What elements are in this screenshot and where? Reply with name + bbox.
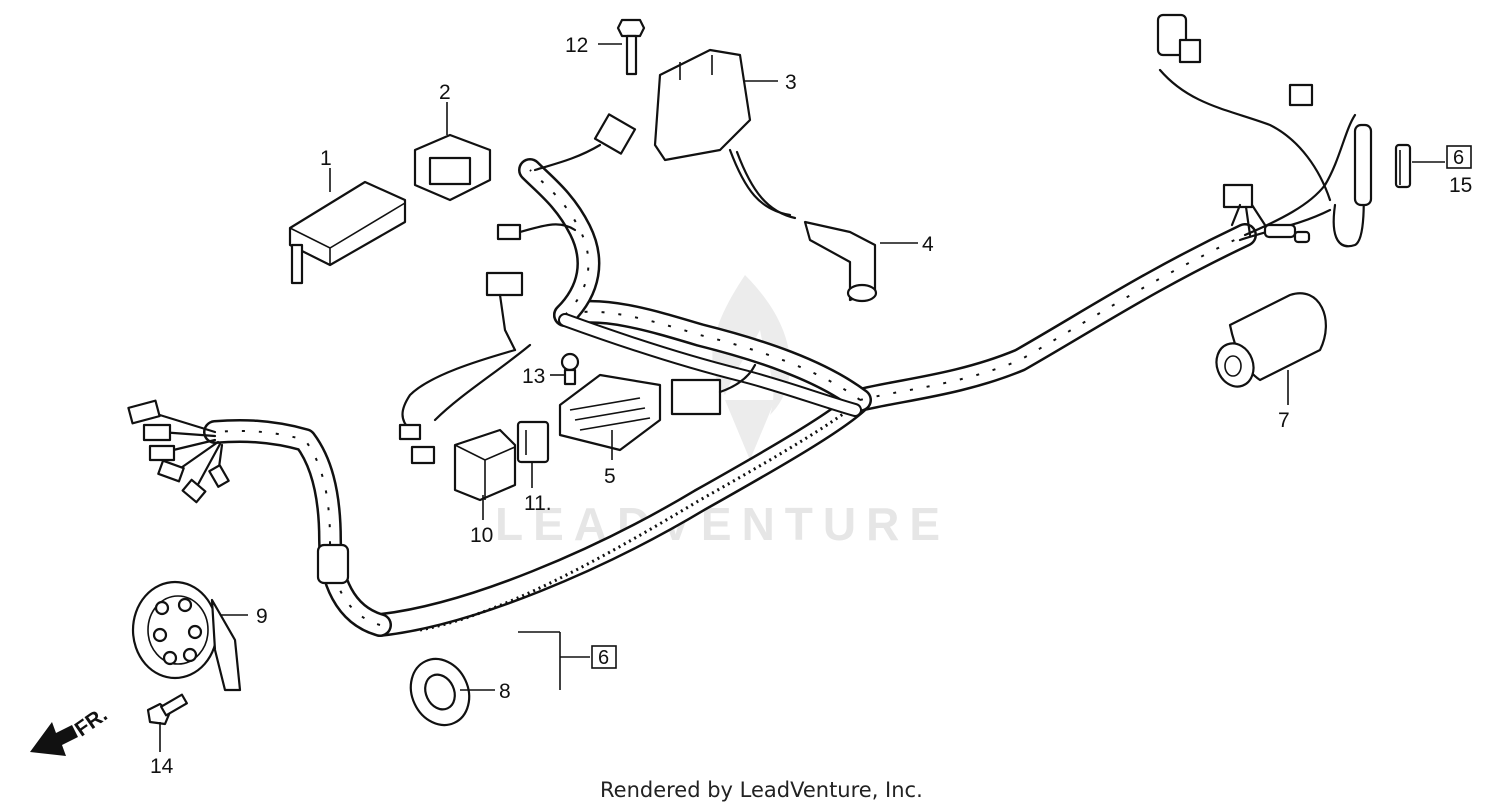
callout-5: 5 (604, 465, 616, 488)
callout-3: 3 (785, 71, 797, 94)
bolt-12 (616, 18, 646, 76)
watermark-text: LEADVENTURE (495, 498, 950, 550)
grommet-ref: 6 (598, 647, 609, 669)
callout-14: 14 (150, 755, 174, 778)
horn (131, 580, 242, 692)
relay-10 (453, 428, 517, 502)
handlebar-switch (1156, 13, 1314, 244)
fuse-holder (1353, 123, 1412, 207)
rubber-mount-2 (413, 133, 492, 202)
regulator-rectifier (558, 373, 662, 452)
callout-8: 8 (499, 680, 511, 703)
bolt-14 (146, 693, 188, 726)
callout-1: 1 (320, 147, 332, 170)
spark-plug-cap (803, 220, 878, 303)
watermark: LEADVENTURE (495, 275, 950, 550)
callout-15: 15 (1449, 174, 1472, 197)
callout-13: 13 (522, 365, 545, 388)
callout-labels: 1 2 3 4 5 7 8 9 10 11. 12 13 14 15 6 6 (150, 34, 1472, 778)
left-connector-bundle (127, 399, 350, 585)
callout-4: 4 (922, 233, 934, 256)
cover-part-1 (288, 180, 407, 285)
fuse-ref: 6 (1453, 147, 1464, 169)
fuse-ref-box (1446, 145, 1472, 169)
callout-11: 11. (524, 492, 552, 515)
front-direction-arrow: FR. (30, 703, 112, 756)
screw-13 (560, 352, 580, 386)
callout-9: 9 (256, 605, 268, 628)
rubber-boot (1215, 292, 1327, 388)
harness-connectors (398, 113, 757, 465)
ignition-coil (653, 48, 797, 220)
callout-7: 7 (1278, 409, 1290, 432)
wire-harness (203, 68, 1365, 637)
connector-11 (516, 420, 550, 464)
callout-10: 10 (470, 524, 493, 547)
leader-lines (159, 43, 1445, 752)
footer-credit: Rendered by LeadVenture, Inc. (600, 778, 923, 802)
callout-12: 12 (565, 34, 588, 57)
grommet-8 (409, 657, 471, 727)
grommet-ref-box (591, 645, 617, 669)
callout-2: 2 (439, 81, 451, 104)
